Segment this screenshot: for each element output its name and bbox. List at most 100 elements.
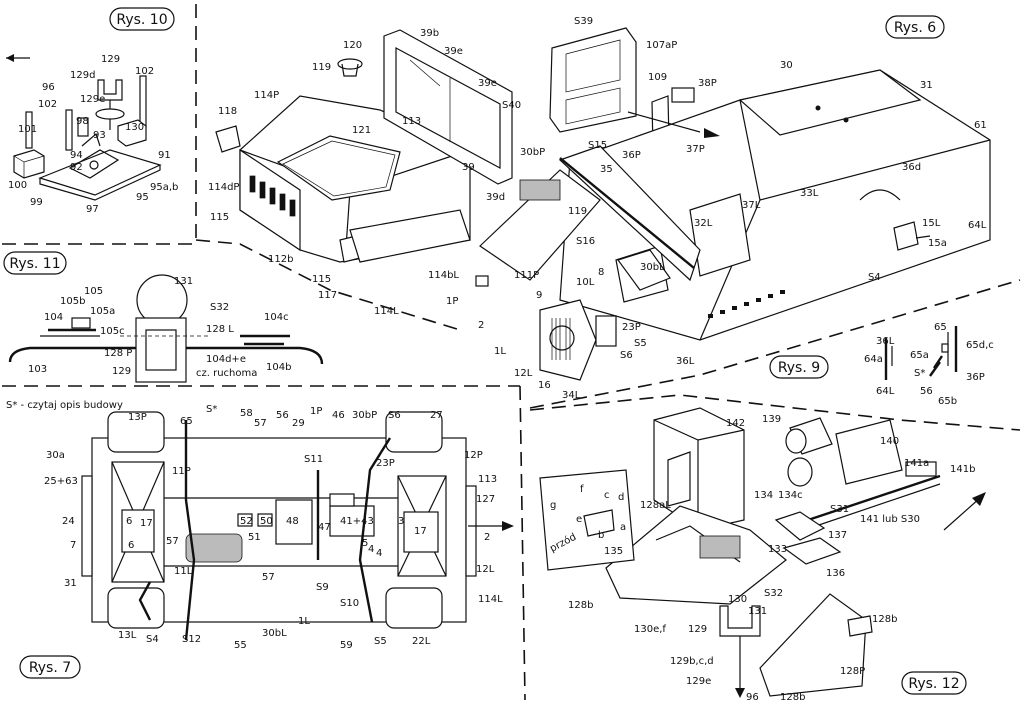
label: 141 lub S30: [860, 514, 920, 525]
note-opis: S* - czytaj opis budowy: [6, 400, 123, 411]
label: 32L: [694, 218, 713, 229]
figure-rys7-labels: 13P 65 S* 58 57 56 29 1P 46 30bP S6 27 1…: [44, 404, 503, 651]
label: 50: [260, 516, 273, 527]
label: 31: [920, 80, 933, 91]
label: 135: [604, 546, 623, 557]
label: 27: [430, 410, 443, 421]
label: 109: [648, 72, 667, 83]
label: 133: [768, 544, 787, 555]
figure-rys10-drawing: [6, 54, 162, 201]
label: 23P: [622, 322, 641, 333]
label: 137: [828, 530, 847, 541]
label: 36P: [622, 150, 641, 161]
label: 36L: [876, 336, 895, 347]
figure-rys6-hood-labels: 120 39b 39e 119 114P 113 39e S40 118 121…: [208, 28, 521, 317]
label: 65d,c: [966, 340, 994, 351]
label: 4: [368, 544, 374, 555]
label: 96: [42, 82, 55, 93]
label: 23P: [376, 458, 395, 469]
label: 5: [362, 538, 368, 549]
label: S4: [868, 272, 881, 283]
caption-rys11: Rys. 11: [9, 256, 60, 272]
label: 34L: [562, 390, 581, 401]
label: 128b: [872, 614, 897, 625]
label: 102: [38, 99, 57, 110]
label: 52: [240, 516, 253, 527]
label: 17: [414, 526, 427, 537]
label: d: [618, 492, 624, 503]
label: 31: [64, 578, 77, 589]
label: 2: [484, 532, 490, 543]
label: 129b,c,d: [670, 656, 714, 667]
label: 30a: [46, 450, 65, 461]
label: 48: [286, 516, 299, 527]
label: 36P: [966, 372, 985, 383]
label: 118: [218, 106, 237, 117]
label: 47: [318, 522, 331, 533]
label: 56: [920, 386, 933, 397]
figure-captions: Rys. 10 Rys. 11 Rys. 6 Rys. 7 Rys. 9 Rys…: [3, 7, 967, 695]
label: 130e,f: [634, 624, 666, 635]
label: 36L: [676, 356, 695, 367]
label: 1P: [446, 296, 458, 307]
label: S40: [502, 100, 521, 111]
label: 105c: [100, 326, 125, 337]
label: 65: [934, 322, 947, 333]
label: 129: [112, 366, 131, 377]
label: 29: [292, 418, 305, 429]
figure-rys10-labels: 129 129d 102 96 129e 102 130 98 93 101 9…: [8, 54, 178, 215]
label: 38P: [698, 78, 717, 89]
label: S4: [146, 634, 159, 645]
figure-rys11-drawing: [8, 274, 324, 383]
label: S10: [340, 598, 359, 609]
label: 15L: [922, 218, 941, 229]
label: 10L: [576, 277, 595, 288]
label: 30: [780, 60, 793, 71]
label: 140: [880, 436, 899, 447]
label: 16: [538, 380, 551, 391]
label: 95: [136, 192, 149, 203]
label: 105a: [90, 306, 115, 317]
label: 120: [343, 40, 362, 51]
label: 121: [352, 125, 371, 136]
label: 115: [312, 274, 331, 285]
label: 22L: [412, 636, 431, 647]
label: 97: [86, 204, 99, 215]
label: 114dP: [208, 182, 239, 193]
label: 57: [262, 572, 275, 583]
label: 30bL: [640, 262, 665, 273]
label: 128 L: [206, 324, 234, 335]
label: 39: [462, 162, 475, 173]
label: 55: [234, 640, 247, 651]
caption-rys9: Rys. 9: [778, 360, 820, 376]
label: 127: [476, 494, 495, 505]
wheel: [385, 587, 443, 629]
label: 35: [600, 164, 613, 175]
figure-rys9-drawing: [884, 326, 958, 380]
label: 104d+e: [206, 354, 246, 365]
label: 61: [974, 120, 987, 131]
label: 1L: [298, 616, 310, 627]
label: S32: [764, 588, 783, 599]
figure-rys7-drawing: S* - czytaj opis budowy: [6, 400, 514, 641]
label: 134c: [778, 490, 803, 501]
label: S15: [588, 140, 607, 151]
label: 1L: [494, 346, 506, 357]
label: 11P: [172, 466, 191, 477]
label: 128b: [780, 692, 805, 703]
label: 58: [240, 408, 253, 419]
label: S*: [914, 368, 925, 379]
label: 13P: [128, 412, 147, 423]
label: 36d: [902, 162, 921, 173]
label: S5: [374, 636, 387, 647]
caption-rys12: Rys. 12: [908, 676, 959, 692]
label: 96: [746, 692, 759, 703]
label: 103: [28, 364, 47, 375]
label: 100: [8, 180, 27, 191]
label: 119: [312, 62, 331, 73]
label: 2: [478, 320, 484, 331]
label: 114P: [254, 90, 279, 101]
label: 104c: [264, 312, 289, 323]
label: g: [550, 500, 556, 511]
